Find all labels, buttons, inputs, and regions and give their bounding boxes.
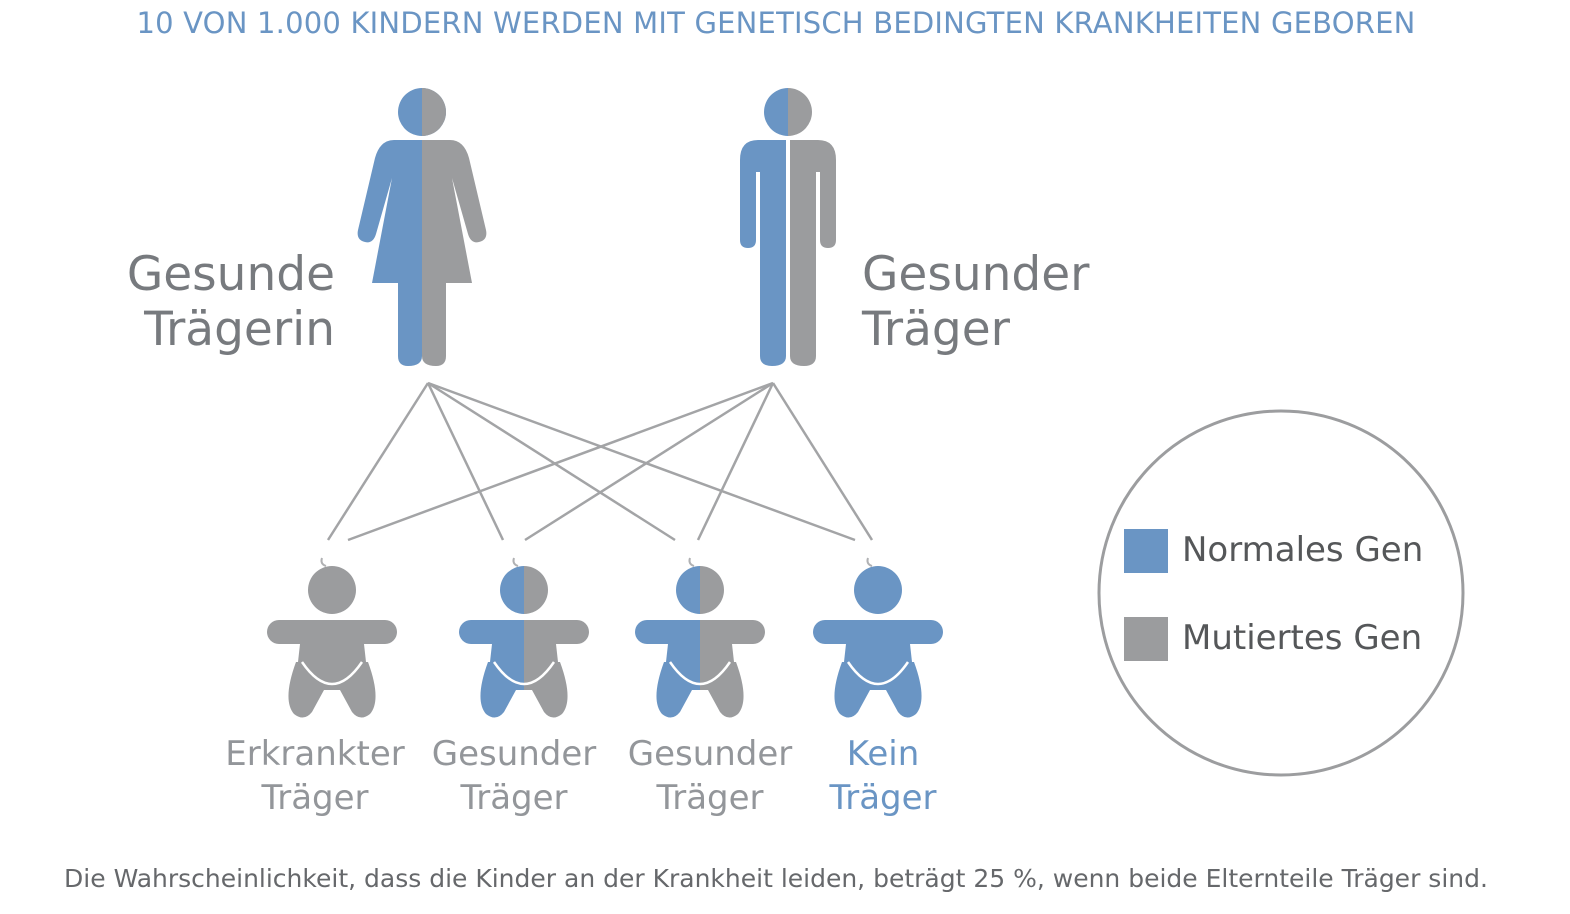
mother-label: Gesunde Trägerin [60, 247, 335, 357]
child-figure-icon-3 [635, 557, 765, 718]
inheritance-lines [326, 381, 874, 542]
line-father-child1 [347, 381, 774, 542]
legend-mutated-swatch [1124, 617, 1168, 661]
child-label-2-line2: Träger [460, 778, 568, 818]
child-label-3-line2: Träger [656, 778, 764, 818]
children-group [267, 557, 943, 718]
child-label-2: Gesunder Träger [414, 732, 614, 820]
line-mother-child3 [427, 381, 676, 542]
child-figure-icon-4 [813, 557, 943, 718]
child-label-4: Kein Träger [783, 732, 983, 820]
child-label-3-line1: Gesunder [627, 734, 793, 774]
line-father-child4 [771, 382, 874, 541]
child-label-1: Erkrankter Träger [215, 732, 415, 820]
line-father-child2 [524, 381, 774, 542]
father-figure-icon [740, 88, 836, 366]
mother-label-line2: Trägerin [144, 302, 335, 357]
legend-normal-label: Normales Gen [1182, 530, 1424, 570]
legend-mutated-label: Mutiertes Gen [1182, 618, 1423, 658]
legend-normal-swatch [1124, 529, 1168, 573]
mother-label-line1: Gesunde [126, 247, 335, 302]
child-figure-icon-2 [459, 557, 589, 718]
line-mother-child4 [427, 381, 856, 542]
line-father-child3 [696, 382, 775, 541]
child-label-1-line1: Erkrankter [225, 734, 405, 774]
line-mother-child1 [326, 382, 430, 541]
legend-circle [1097, 409, 1465, 777]
child-label-3: Gesunder Träger [610, 732, 810, 820]
legend [1097, 409, 1465, 777]
father-label: Gesunder Träger [862, 247, 1089, 357]
child-label-4-line1: Kein [846, 734, 920, 774]
father-label-line2: Träger [862, 302, 1010, 357]
caption: Die Wahrscheinlichkeit, dass die Kinder … [64, 864, 1488, 893]
child-figure-icon-1 [267, 557, 397, 718]
child-label-2-line1: Gesunder [431, 734, 597, 774]
page-title: 10 VON 1.000 KINDERN WERDEN MIT GENETISC… [136, 6, 1416, 40]
child-label-1-line2: Träger [261, 778, 369, 818]
child-label-4-line2: Träger [829, 778, 937, 818]
mother-figure-icon [357, 88, 487, 366]
father-label-line1: Gesunder [862, 247, 1090, 302]
line-mother-child2 [426, 382, 505, 541]
